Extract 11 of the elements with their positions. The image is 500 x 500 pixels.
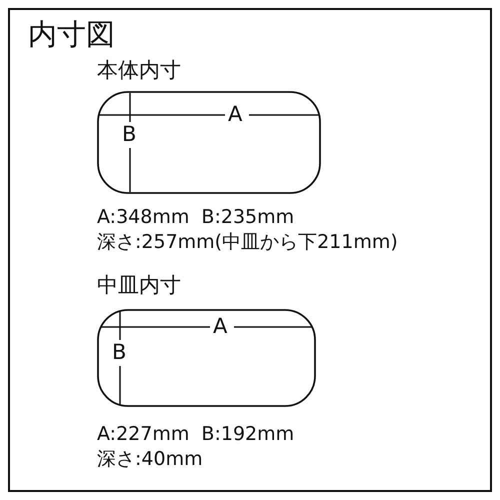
dimension-label: A <box>228 104 242 125</box>
box-heading: 本体内寸 <box>97 60 181 81</box>
dimension-label: B <box>122 124 136 145</box>
title: 内寸図 <box>28 20 115 49</box>
dimension-label: B <box>112 342 126 363</box>
box-heading: 中皿内寸 <box>97 275 181 296</box>
dimension-note: 深さ:40mm <box>97 450 203 469</box>
dimension-note: 深さ:257mm(中皿から下211mm) <box>97 233 398 252</box>
dimension-label: A <box>213 316 228 337</box>
dimension-note: A:227mm B:192mm <box>97 425 294 444</box>
dimension-note: A:348mm B:235mm <box>97 208 294 227</box>
